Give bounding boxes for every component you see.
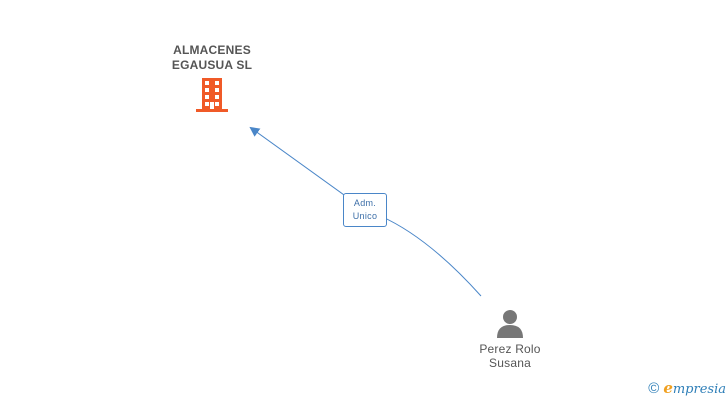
brand-initial: e — [663, 379, 673, 397]
copyright-icon: © — [648, 379, 660, 397]
person-node[interactable]: Perez Rolo Susana — [456, 308, 564, 370]
brand-logo: empresia — [663, 379, 726, 397]
brand-watermark: © empresia — [648, 379, 726, 397]
relation-label-line2: Unico — [352, 211, 378, 221]
company-name-line1: ALMACENES — [173, 43, 251, 57]
person-name-line1: Perez Rolo — [479, 342, 541, 356]
building-icon — [196, 78, 228, 112]
person-name: Perez Rolo Susana — [456, 342, 564, 370]
relation-label[interactable]: Adm. Unico — [343, 193, 387, 227]
person-icon — [497, 310, 523, 338]
person-name-line2: Susana — [489, 356, 531, 370]
relation-label-line1: Adm. — [353, 198, 377, 208]
company-node[interactable]: ALMACENES EGAUSUA SL — [152, 43, 272, 112]
company-name-line2: EGAUSUA SL — [171, 58, 253, 72]
brand-name-rest: mpresia — [672, 382, 726, 397]
